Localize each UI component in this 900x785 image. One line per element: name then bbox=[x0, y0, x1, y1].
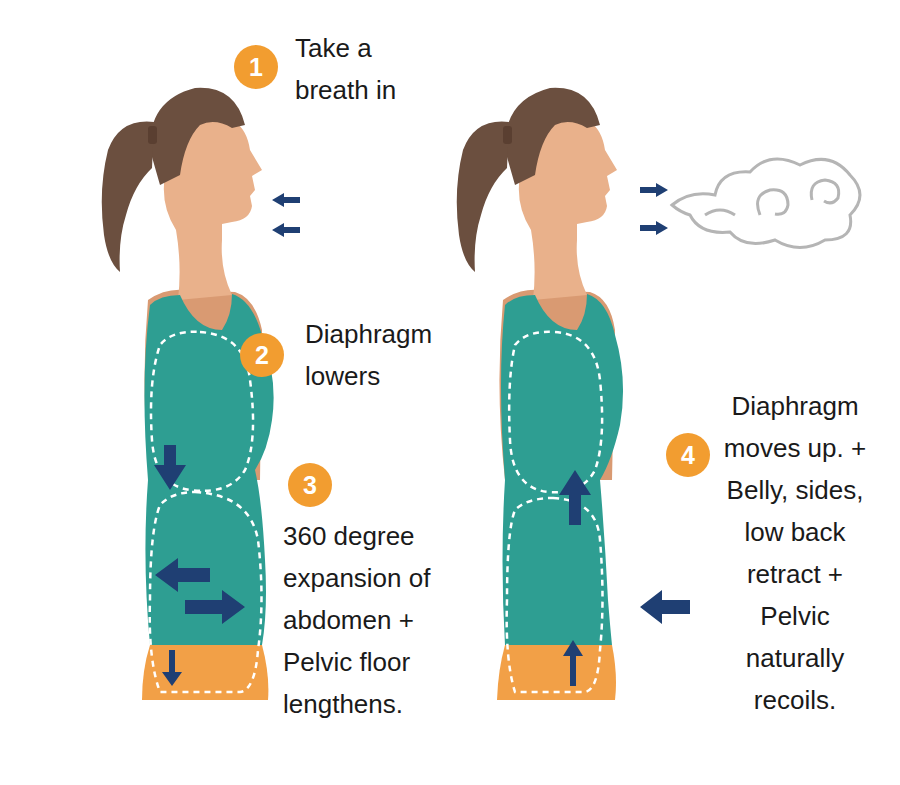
callout-number: 3 bbox=[303, 473, 317, 498]
step-description: Diaphragm lowers bbox=[305, 313, 455, 397]
step-circle: 3360 degree expansion of abdomen + Pelvi… bbox=[288, 463, 332, 507]
chest-outline bbox=[509, 332, 602, 493]
tank-top bbox=[501, 294, 623, 645]
callout-number: 4 bbox=[681, 443, 695, 468]
step-description: 360 degree expansion of abdomen + Pelvic… bbox=[283, 515, 468, 725]
abdomen-outline bbox=[507, 498, 603, 692]
pelvic-down-arrow bbox=[162, 650, 182, 686]
step-description: Take a breath in bbox=[295, 27, 435, 111]
cloud-swirl bbox=[811, 180, 839, 203]
diaphragm-up-arrow bbox=[559, 470, 591, 525]
step-circle: 4Diaphragm moves up. + Belly, sides, low… bbox=[666, 433, 710, 477]
inhale-arrow bbox=[272, 223, 300, 237]
step-circle: 2Diaphragm lowers bbox=[240, 333, 284, 377]
breath-cloud bbox=[672, 159, 860, 248]
callout-number: 2 bbox=[255, 343, 269, 368]
retract-arrow bbox=[640, 590, 690, 624]
inhale-arrow bbox=[272, 193, 300, 207]
head-profile bbox=[102, 88, 262, 300]
head-profile bbox=[457, 88, 617, 300]
callout-number: 1 bbox=[249, 55, 263, 80]
cloud-swirl bbox=[758, 190, 788, 215]
chest-outline bbox=[151, 332, 253, 491]
step-circle: 1Take a breath in bbox=[234, 45, 278, 89]
diaphragm-down-arrow bbox=[154, 445, 186, 490]
expand-right-arrow bbox=[185, 590, 245, 624]
exhale-arrow bbox=[640, 221, 668, 235]
expand-left-arrow bbox=[155, 558, 210, 592]
exhale-arrow bbox=[640, 183, 668, 197]
pelvic-up-arrow bbox=[563, 640, 583, 686]
step-description: Diaphragm moves up. + Belly, sides, low … bbox=[710, 385, 880, 721]
abdomen-outline bbox=[150, 492, 262, 692]
cloud-swirl bbox=[705, 210, 735, 215]
